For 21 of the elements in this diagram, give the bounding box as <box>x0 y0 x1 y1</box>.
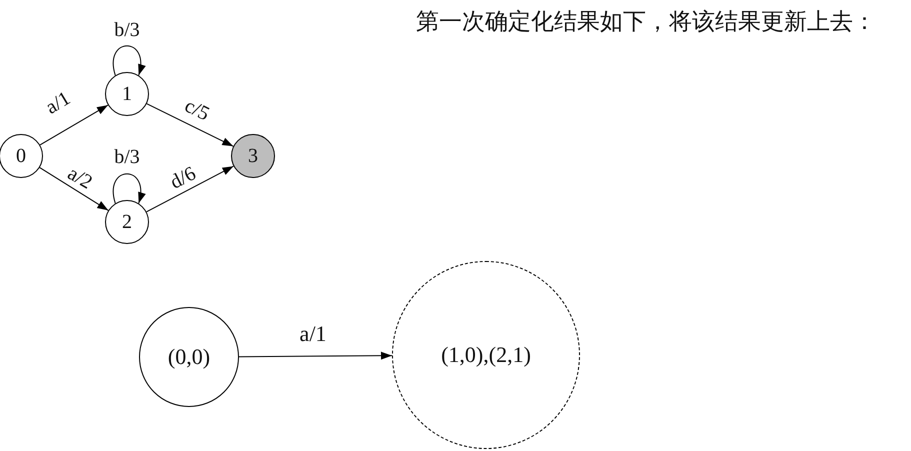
state-circle: 1 <box>105 72 149 116</box>
edge-label: b/3 <box>114 20 140 40</box>
state-circle: 3 <box>231 134 275 178</box>
arrow <box>146 166 234 212</box>
edge-label: c/5 <box>182 96 212 124</box>
arrow <box>39 167 109 211</box>
arrow <box>238 352 392 360</box>
edge-label: d/6 <box>167 163 199 193</box>
heading: 第一次确定化结果如下，将该结果更新上去： <box>416 10 876 36</box>
edge-label: b/3 <box>114 147 140 167</box>
state-circle: (0,0) <box>139 307 239 407</box>
edge-label: a/1 <box>42 88 74 118</box>
state-circle: (1,0),(2,1) <box>392 261 580 449</box>
arrow <box>146 103 234 147</box>
arrow <box>112 173 145 204</box>
arrow <box>112 45 145 76</box>
edge-label: a/1 <box>300 323 326 345</box>
edge-label: a/2 <box>64 163 96 193</box>
state-circle: 2 <box>105 200 149 244</box>
arrow <box>40 104 108 146</box>
state-circle: 0 <box>0 134 43 178</box>
